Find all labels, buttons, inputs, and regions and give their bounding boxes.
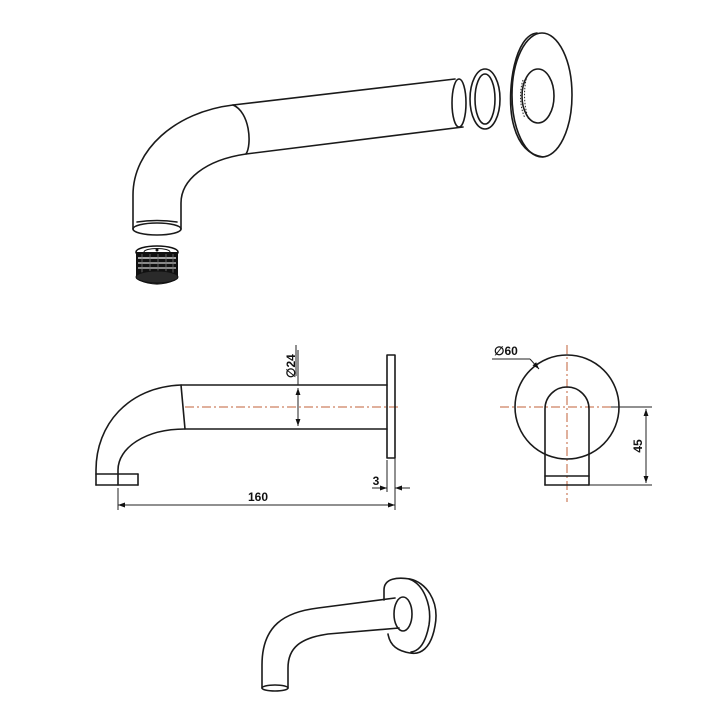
diameter-symbol: ∅: [284, 368, 298, 378]
length-value: 160: [248, 490, 268, 504]
front-view: ∅60 45: [492, 344, 652, 502]
exploded-view: [132, 32, 573, 285]
tube-diameter-value: 24: [284, 354, 298, 368]
dimension-length: 160: [117, 458, 396, 510]
dimension-outlet-height: 45: [589, 406, 652, 486]
wall-plate-side: [386, 354, 396, 459]
aerator-icon: [135, 245, 179, 285]
outlet-height-value: 45: [631, 439, 645, 453]
svg-text:∅24: ∅24: [284, 354, 298, 378]
plate-thickness-value: 3: [373, 474, 380, 488]
svg-text:∅60: ∅60: [494, 344, 518, 358]
dimension-tube-diameter: ∅24: [284, 345, 301, 426]
assembled-view: [261, 577, 437, 692]
plate-diameter-value: 60: [504, 344, 518, 358]
diameter-symbol: ∅: [494, 344, 504, 358]
dimension-plate-thickness: 3: [372, 460, 410, 492]
side-view: ∅24 160 3: [95, 345, 410, 510]
o-ring: [469, 68, 501, 130]
spout-pipe-perspective: [132, 78, 467, 236]
wall-flange-perspective: [509, 32, 573, 158]
dimension-plate-diameter: ∅60: [492, 344, 540, 370]
